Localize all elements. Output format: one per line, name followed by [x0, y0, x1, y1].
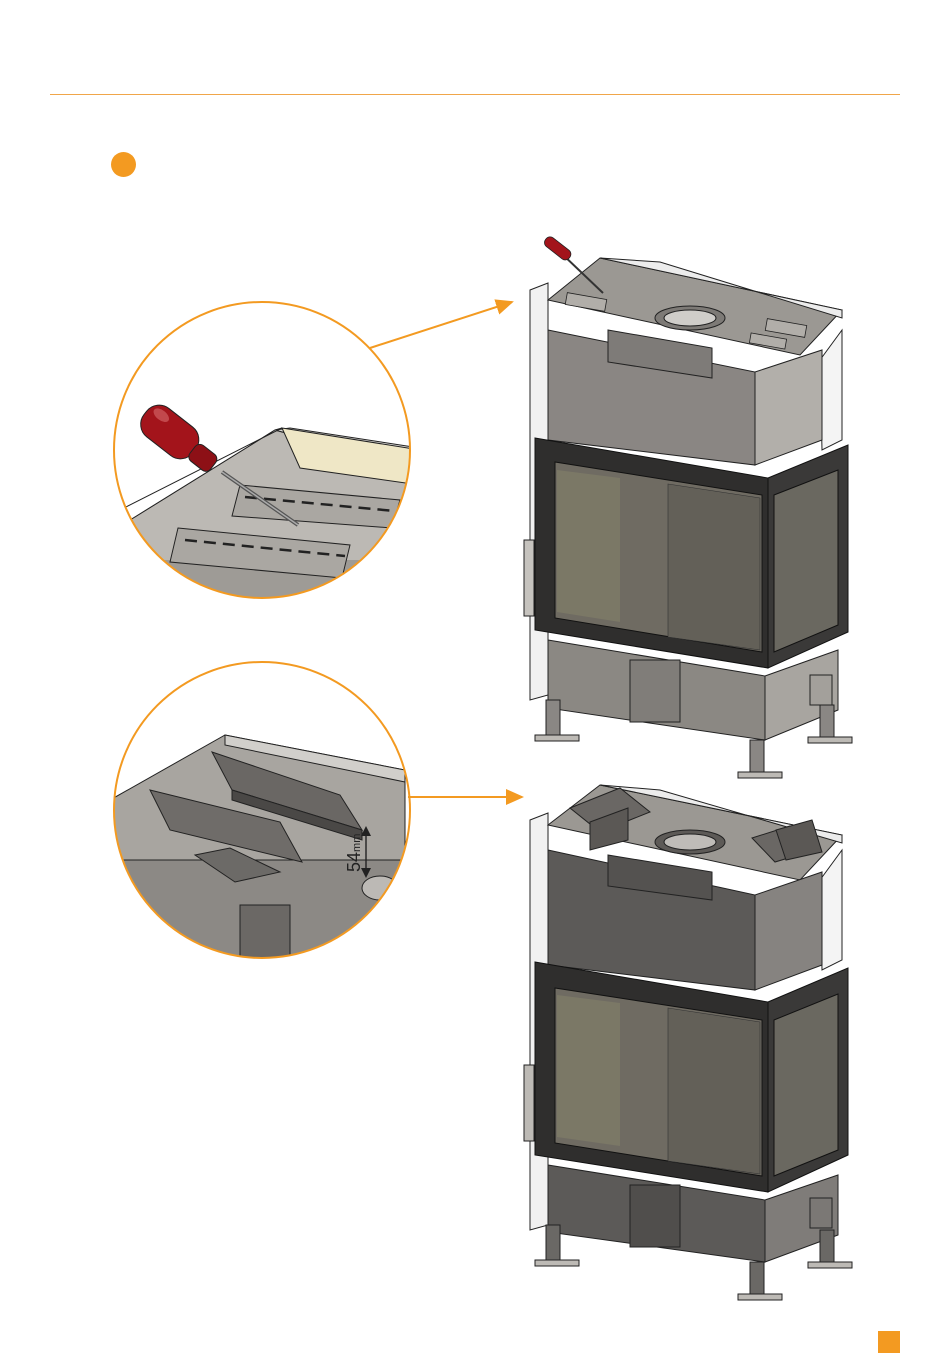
dimension-value: 54 [344, 852, 364, 872]
detail-circle-flaps: 54mm [100, 650, 522, 970]
fireplace-before [524, 235, 852, 778]
page-corner-marker [878, 1331, 900, 1353]
dimension-unit: mm [351, 834, 363, 852]
detail-circle-screwdriver [100, 290, 512, 610]
fireplace-after [524, 785, 852, 1300]
